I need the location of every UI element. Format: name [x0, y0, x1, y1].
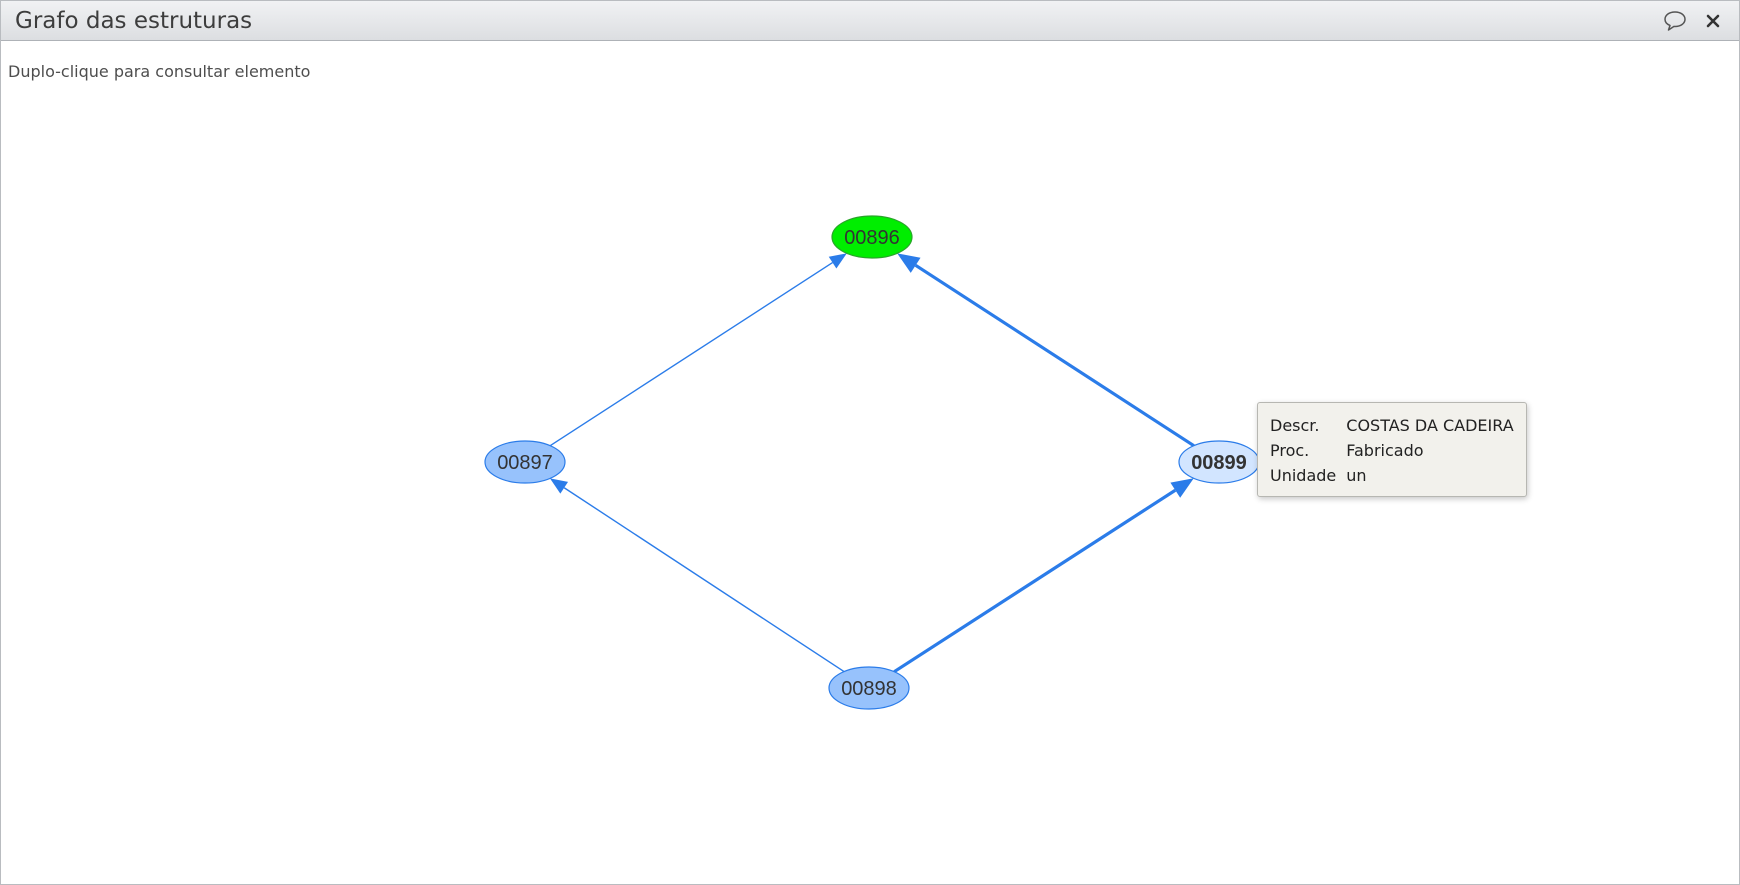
- tooltip-key: Unidade: [1270, 466, 1337, 485]
- structure-graph[interactable]: 00896 00897 00898 00899: [1, 41, 1739, 884]
- tooltip-row: Proc. Fabricado: [1270, 438, 1514, 463]
- edge-arrowhead: [549, 478, 569, 494]
- edge-arrowhead: [1170, 478, 1194, 498]
- node-label: 00898: [841, 678, 897, 700]
- node-ellipse[interactable]: [831, 215, 913, 259]
- edge-00898-00897[interactable]: [549, 478, 845, 673]
- close-icon: [1706, 14, 1720, 28]
- edge-arrowhead: [897, 253, 921, 273]
- node-ellipse[interactable]: [828, 666, 910, 710]
- edge-line[interactable]: [549, 261, 833, 447]
- hint-text: Duplo-clique para consultar elemento: [8, 62, 311, 81]
- graph-node-00896[interactable]: 00896: [831, 215, 913, 259]
- edge-line[interactable]: [893, 488, 1177, 674]
- tooltip-key: Proc.: [1270, 441, 1310, 460]
- close-button[interactable]: [1701, 9, 1725, 33]
- dialog-titlebar[interactable]: Grafo das estruturas: [1, 1, 1739, 41]
- graph-node-00897[interactable]: 00897: [484, 440, 566, 484]
- edge-00899-00896[interactable]: [897, 253, 1195, 448]
- tooltip-key: Descr.: [1270, 416, 1320, 435]
- graph-node-00898[interactable]: 00898: [828, 666, 910, 710]
- node-ellipse[interactable]: [484, 440, 566, 484]
- edge-00897-00896[interactable]: [549, 253, 847, 447]
- node-label: 00899: [1191, 452, 1247, 474]
- graph-node-00899[interactable]: 00899: [1178, 440, 1260, 484]
- tooltip-row: Descr. COSTAS DA CADEIRA: [1270, 413, 1514, 438]
- edge-00898-00899[interactable]: [893, 478, 1194, 674]
- graph-canvas[interactable]: 00896 00897 00898 00899 Descr. COSTAS DA CAD…: [1, 41, 1739, 884]
- tooltip-row: Unidade un: [1270, 463, 1514, 488]
- tooltip-value: un: [1346, 466, 1367, 485]
- tooltip-value: COSTAS DA CADEIRA: [1346, 416, 1514, 435]
- node-label: 00896: [844, 227, 900, 249]
- edge-arrowhead: [828, 253, 847, 269]
- comment-button[interactable]: [1663, 9, 1687, 33]
- node-label: 00897: [497, 452, 553, 474]
- edge-line[interactable]: [914, 263, 1195, 448]
- speech-bubble-icon: [1664, 11, 1686, 31]
- dialog-title: Grafo das estruturas: [15, 8, 253, 34]
- titlebar-actions: [1663, 9, 1725, 33]
- tooltip-value: Fabricado: [1346, 441, 1424, 460]
- edge-line[interactable]: [563, 487, 845, 673]
